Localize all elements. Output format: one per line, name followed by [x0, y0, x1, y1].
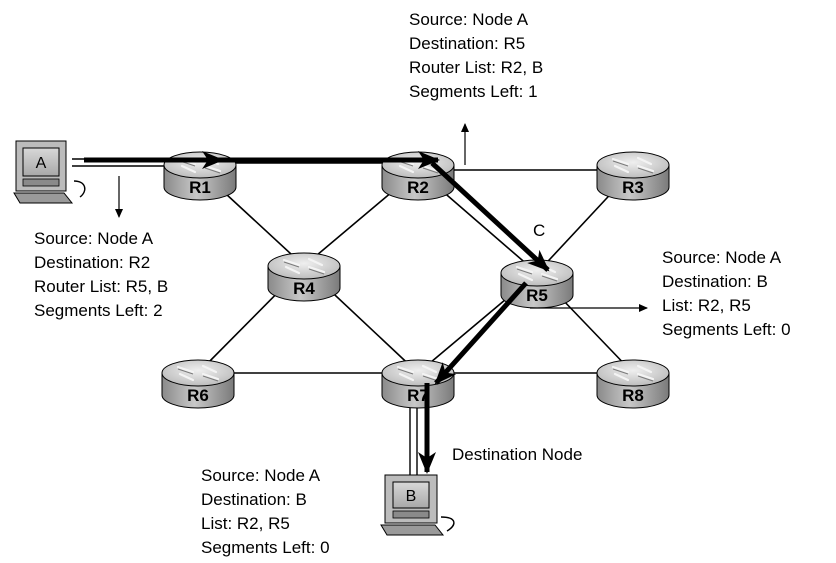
- annotation-segments-left: Segments Left: 0: [662, 320, 791, 339]
- annotation-at-b: Source: Node A Destination: B List: R2, …: [201, 464, 330, 560]
- annotation-list: List: R2, R5: [201, 514, 290, 533]
- annotation-at-r5: Source: Node A Destination: B List: R2, …: [662, 246, 791, 342]
- router-label: R7: [407, 386, 429, 405]
- router-r3[interactable]: R3: [596, 151, 670, 201]
- router-label: R5: [526, 286, 548, 305]
- router-r7[interactable]: R7: [381, 359, 455, 409]
- router-r6[interactable]: R6: [161, 359, 235, 409]
- annotation-destination: Destination: B: [662, 272, 768, 291]
- path-arrow-r2-r5: [430, 161, 550, 272]
- annotation-destination: Destination: B: [201, 490, 307, 509]
- annotation-destination: Destination: R5: [409, 34, 526, 53]
- annotation-router-list: Router List: R2, B: [409, 58, 544, 77]
- router-arrows-shadow: [177, 368, 219, 382]
- host-a-label: A: [36, 155, 47, 172]
- annotation-pointers: [115, 123, 648, 312]
- annotation-router-list: Router List: R5, B: [34, 277, 169, 296]
- host-a-cable-tail: [73, 180, 86, 198]
- destination-node-label: Destination Node: [452, 445, 582, 464]
- annotation-source: Source: Node A: [662, 248, 782, 267]
- router-arrows-shadow: [612, 160, 654, 174]
- annotation-list: List: R2, R5: [662, 296, 751, 315]
- annotation-source: Source: Node A: [409, 10, 529, 29]
- router-label: R2: [407, 178, 429, 197]
- point-c-label: C: [533, 221, 545, 240]
- routing-path: [84, 151, 550, 474]
- annotation-at-r1: Source: Node A Destination: R2 Router Li…: [34, 227, 168, 323]
- annotation-at-r2: Source: Node A Destination: R5 Router Li…: [409, 8, 543, 104]
- router-arrows-shadow: [612, 368, 654, 382]
- router-arrows-shadow: [283, 261, 325, 275]
- router-arrows-icon: [282, 257, 326, 275]
- router-arrows-icon: [611, 364, 655, 382]
- router-r4[interactable]: R4: [267, 252, 341, 302]
- router-r8[interactable]: R8: [596, 359, 670, 409]
- router-label: R4: [293, 279, 315, 298]
- path-arrow-r5-r7: [434, 281, 528, 385]
- router-label: R6: [187, 386, 209, 405]
- annotation-segments-left: Segments Left: 2: [34, 301, 163, 320]
- router-label: R8: [622, 386, 644, 405]
- host-a[interactable]: A: [13, 140, 86, 204]
- router-arrows-shadow: [516, 268, 558, 282]
- annotation-segments-left: Segments Left: 1: [409, 82, 538, 101]
- annotation-source: Source: Node A: [34, 229, 154, 248]
- router-arrows-icon: [611, 156, 655, 174]
- annotation-source: Source: Node A: [201, 466, 321, 485]
- annotation-destination: Destination: R2: [34, 253, 151, 272]
- host-b-cable-tail: [440, 516, 455, 532]
- host-b[interactable]: B: [380, 474, 455, 536]
- router-label: R1: [189, 178, 211, 197]
- host-b-label: B: [406, 488, 417, 505]
- router-arrows-icon: [176, 364, 220, 382]
- annotation-segments-left: Segments Left: 0: [201, 538, 330, 557]
- router-label: R3: [622, 178, 644, 197]
